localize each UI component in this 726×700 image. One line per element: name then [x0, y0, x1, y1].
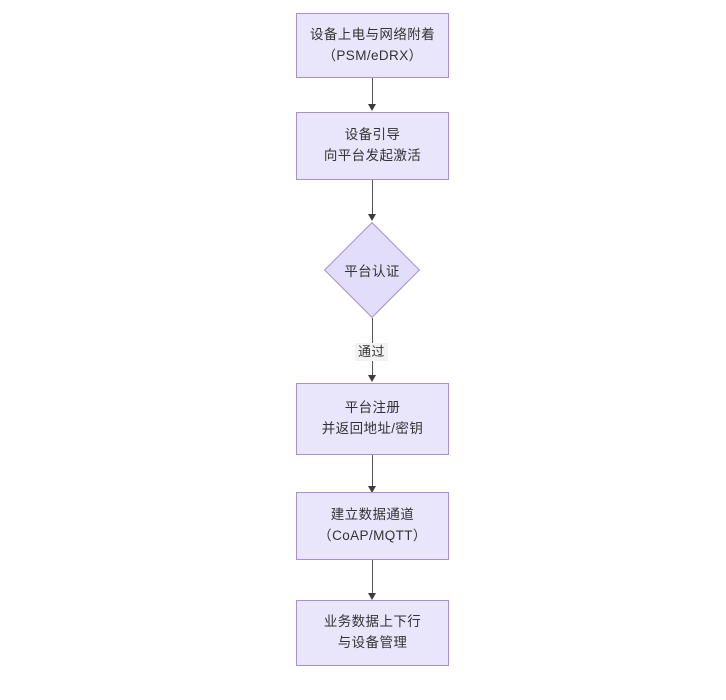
- flow-node-business-data[interactable]: 业务数据上下行 与设备管理: [296, 600, 449, 666]
- flow-node-platform-register[interactable]: 平台注册 并返回地址/密钥: [296, 383, 449, 455]
- flow-node-line: 平台注册: [344, 400, 401, 416]
- flow-arrowhead-n5-n6: [368, 593, 376, 600]
- flow-edge-label-pass: 通过: [355, 343, 388, 361]
- flow-node-line: 业务数据上下行: [323, 614, 422, 630]
- flow-edge-n5-n6: [372, 560, 373, 594]
- flow-arrowhead-n3-n4: [368, 375, 376, 382]
- flow-node-line: 并返回地址/密钥: [321, 421, 424, 436]
- flow-edge-n4-n5: [372, 455, 373, 488]
- flow-node-line: 设备引导: [344, 127, 401, 143]
- flow-edge-n2-n3: [372, 180, 373, 215]
- flow-node-line: （CoAP/MQTT）: [318, 528, 427, 543]
- flow-arrowhead-n1-n2: [368, 104, 376, 111]
- flow-node-line: 建立数据通道: [330, 507, 415, 523]
- flow-node-line: 平台认证: [344, 264, 400, 279]
- flow-node-device-power-on[interactable]: 设备上电与网络附着 （PSM/eDRX）: [296, 13, 449, 78]
- flow-arrowhead-n2-n3: [368, 214, 376, 221]
- flow-arrowhead-n4-n5: [368, 486, 376, 493]
- flow-node-platform-auth[interactable]: 平台认证: [323, 221, 421, 319]
- flow-node-line: 与设备管理: [337, 635, 408, 650]
- flow-edge-n1-n2: [372, 78, 373, 105]
- flow-node-line: （PSM/eDRX）: [322, 47, 423, 63]
- flow-node-line: 设备上电与网络附着: [309, 26, 436, 42]
- flow-node-data-channel[interactable]: 建立数据通道 （CoAP/MQTT）: [296, 492, 449, 560]
- flow-node-device-bootstrap[interactable]: 设备引导 向平台发起激活: [296, 112, 449, 180]
- flow-node-line: 向平台发起激活: [323, 148, 422, 163]
